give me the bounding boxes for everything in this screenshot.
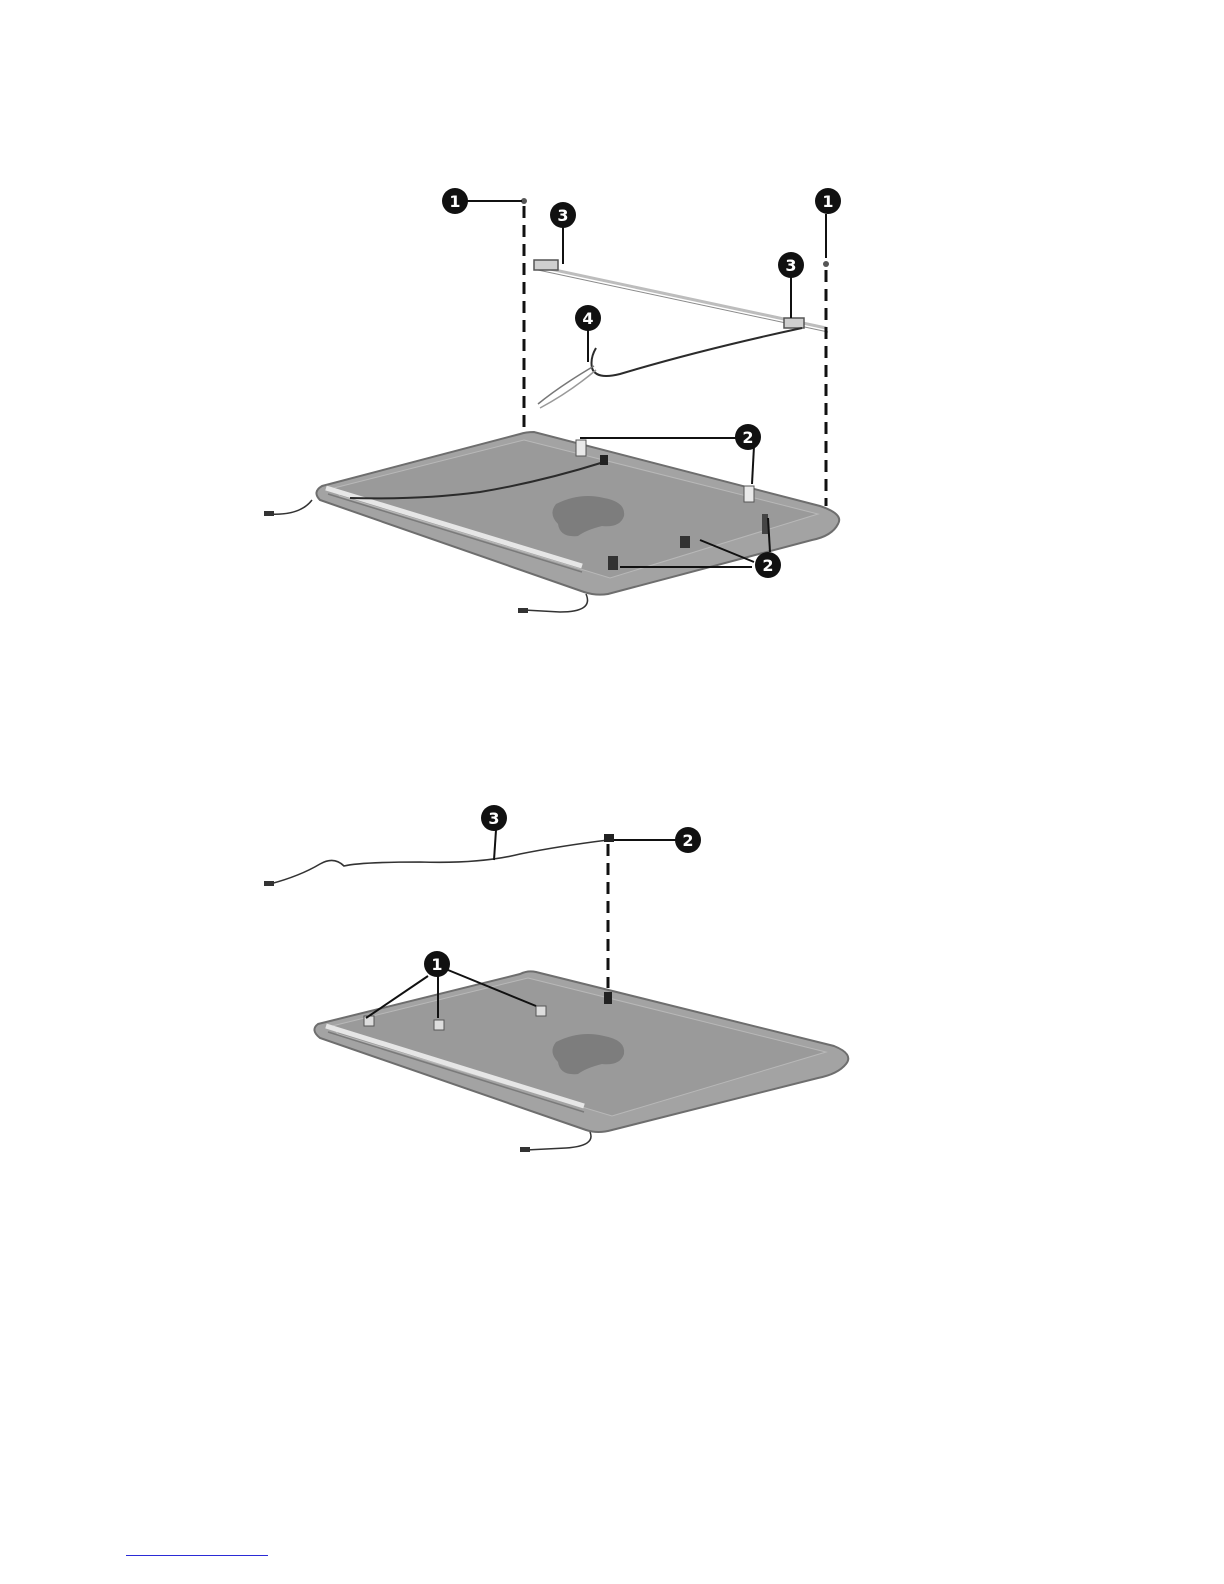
cable-left	[268, 500, 312, 514]
hinge-antenna-assembly	[534, 260, 828, 408]
screw-icon	[823, 261, 829, 267]
callout-2-top: 2	[735, 424, 761, 450]
callout-3: 3	[481, 805, 507, 831]
svg-text:3: 3	[785, 256, 796, 275]
callout-3-right: 3	[778, 252, 804, 278]
svg-text:1: 1	[431, 955, 442, 974]
callout-1-right: 1	[815, 188, 841, 214]
webcam-connector	[604, 834, 614, 842]
svg-text:2: 2	[682, 831, 693, 850]
callout-2: 2	[675, 827, 701, 853]
callout-1: 1	[424, 951, 450, 977]
svg-text:4: 4	[582, 309, 593, 328]
exploded-diagram-1: 1 1 3 3 4 2 2	[0, 0, 1224, 660]
figure-display-enclosure-webcam: 3 2 1	[0, 780, 1224, 1200]
svg-text:1: 1	[822, 192, 833, 211]
callout-2-bottom: 2	[755, 552, 781, 578]
footer-link-rule	[126, 1555, 268, 1556]
callout-1-left: 1	[442, 188, 468, 214]
svg-text:1: 1	[449, 192, 460, 211]
callout-4: 4	[575, 305, 601, 331]
svg-text:3: 3	[557, 206, 568, 225]
display-enclosure	[314, 971, 848, 1132]
webcam-cable	[270, 840, 608, 884]
cable-bottom	[526, 1132, 591, 1150]
svg-text:3: 3	[488, 809, 499, 828]
figure-display-enclosure-hinges: 1 1 3 3 4 2 2	[0, 0, 1224, 660]
exploded-diagram-2: 3 2 1	[0, 780, 1224, 1200]
cable-bottom	[524, 594, 588, 612]
svg-text:2: 2	[742, 428, 753, 447]
callout-3-left: 3	[550, 202, 576, 228]
svg-text:2: 2	[762, 556, 773, 575]
